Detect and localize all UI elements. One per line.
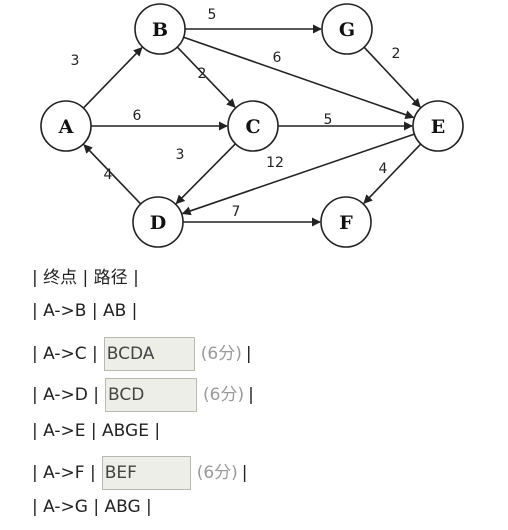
- edge-c-d: 3: [175, 143, 236, 205]
- node-circle: [40, 100, 92, 152]
- node-e: E: [412, 100, 464, 152]
- edge-weight-label: 2: [392, 46, 401, 62]
- node-label: D: [150, 212, 166, 234]
- score-label: (6分): [196, 463, 238, 483]
- edge-a-c: 6: [91, 108, 228, 131]
- weighted-directed-graph: 3 6 5 2 6 2 5 3 12 4 4 7 A B G C E D F: [40, 3, 464, 248]
- table-row-a-c: | A->C | BCDA (6分) |: [32, 337, 252, 371]
- score-label: (6分): [203, 385, 245, 405]
- edge-arrow: [363, 46, 421, 108]
- edge-weight-label: 3: [71, 53, 80, 69]
- row-prefix: | A->C |: [32, 344, 98, 364]
- node-circle: [412, 100, 464, 152]
- node-label: F: [339, 212, 353, 234]
- edge-weight-label: 6: [273, 50, 282, 66]
- node-circle: [134, 3, 186, 55]
- answer-field-a-f[interactable]: BEF: [101, 456, 191, 490]
- edge-arrow: [175, 143, 236, 205]
- node-circle: [320, 196, 372, 248]
- score-label: (6分): [200, 344, 242, 364]
- edge-a-b: 3: [71, 47, 143, 109]
- edge-b-e: 6: [183, 36, 415, 120]
- edge-b-g: 5: [185, 7, 322, 34]
- edge-arrow: [181, 133, 415, 216]
- edge-g-e: 2: [363, 46, 421, 108]
- table-row-a-d: | A->D | BCD (6分) |: [32, 378, 254, 412]
- node-label: G: [339, 19, 355, 41]
- row-text: | A->E | ABGE |: [32, 421, 161, 441]
- node-label: B: [152, 19, 168, 41]
- answer-field-a-c[interactable]: BCDA: [103, 337, 195, 371]
- node-c: C: [227, 100, 279, 152]
- edge-weight-label: 7: [232, 204, 241, 220]
- edge-c-e: 5: [278, 112, 413, 131]
- node-circle: [132, 196, 184, 248]
- node-circle: [321, 3, 373, 55]
- row-suffix: |: [241, 463, 248, 483]
- node-a: A: [40, 100, 92, 152]
- table-row-a-g: | A->G | ABG |: [32, 496, 152, 518]
- table-row-a-e: | A->E | ABGE |: [32, 420, 160, 442]
- edge-weight-label: 4: [379, 161, 388, 177]
- edge-b-c: 2: [176, 46, 236, 108]
- edge-e-f: 4: [363, 143, 422, 204]
- table-row-a-f: | A->F | BEF (6分) |: [32, 456, 248, 490]
- edge-arrow: [183, 36, 415, 120]
- edge-arrow: [176, 46, 236, 108]
- row-prefix: | A->D |: [32, 385, 99, 405]
- row-text: | A->B | AB |: [32, 301, 138, 321]
- table-row-a-b: | A->B | AB |: [32, 300, 137, 322]
- edge-weight-label: 5: [324, 112, 333, 128]
- node-circle: [227, 100, 279, 152]
- node-d: D: [132, 196, 184, 248]
- node-label: A: [58, 116, 74, 138]
- edge-weight-label: 2: [198, 66, 207, 82]
- answer-field-a-d[interactable]: BCD: [105, 378, 197, 412]
- edge-weight-label: 3: [176, 147, 185, 163]
- row-suffix: |: [245, 344, 252, 364]
- edge-weight-label: 12: [266, 155, 284, 171]
- table-header-text: | 终点 | 路径 |: [32, 268, 139, 288]
- edge-d-f: 7: [183, 204, 321, 227]
- row-text: | A->G | ABG |: [32, 497, 152, 517]
- row-suffix: |: [248, 385, 254, 405]
- edge-arrow: [83, 144, 142, 205]
- edge-weight-label: 5: [208, 7, 217, 23]
- edge-d-a: 4: [83, 144, 142, 205]
- edge-e-d: 12: [181, 133, 415, 216]
- row-prefix: | A->F |: [32, 463, 96, 483]
- edge-arrow: [363, 143, 422, 204]
- table-header: | 终点 | 路径 |: [32, 267, 139, 289]
- node-label: E: [431, 116, 445, 138]
- node-label: C: [245, 116, 260, 138]
- node-b: B: [134, 3, 186, 55]
- node-f: F: [320, 196, 372, 248]
- edge-weight-label: 4: [104, 167, 113, 183]
- edge-arrow: [82, 47, 143, 109]
- edge-weight-label: 6: [133, 108, 142, 124]
- node-g: G: [321, 3, 373, 55]
